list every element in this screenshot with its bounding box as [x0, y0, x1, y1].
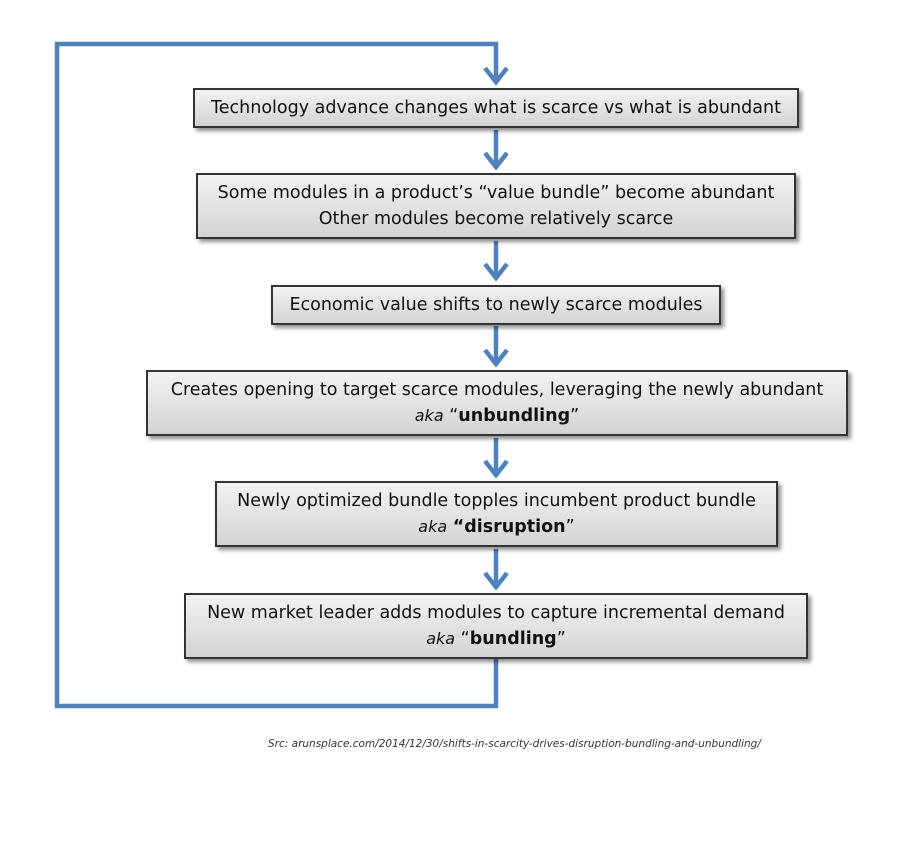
step-5-text: Newly optimized bundle topples incumbent…: [237, 491, 756, 511]
step-3-box: Economic value shifts to newly scarce mo…: [271, 285, 721, 325]
arrowhead-5: [483, 459, 509, 479]
step-5-aka-label: aka: [418, 517, 448, 536]
step-2-box: Some modules in a product’s “value bundl…: [196, 173, 796, 239]
arrowhead-4: [483, 348, 509, 368]
step-6-box: New market leader adds modules to captur…: [184, 593, 808, 659]
step-6-aka-line: aka “bundling”: [426, 629, 566, 649]
step-5-term: disruption: [464, 517, 566, 537]
step-4-text: Creates opening to target scarce modules…: [170, 380, 824, 400]
arrowhead-6: [483, 571, 509, 591]
source-citation: Src: arunsplace.com/2014/12/30/shifts-in…: [268, 738, 761, 750]
step-1-box: Technology advance changes what is scarc…: [193, 88, 799, 128]
step-6-aka-label: aka: [426, 629, 456, 648]
arrowhead-3: [483, 262, 509, 282]
step-2-text-line-2: Other modules become relatively scarce: [318, 209, 674, 229]
arrowhead-1: [483, 66, 509, 86]
step-4-aka-label: aka: [414, 406, 444, 425]
step-3-text: Economic value shifts to newly scarce mo…: [289, 295, 703, 315]
step-5-aka-line: aka “disruption”: [418, 517, 575, 537]
arrowhead-2: [483, 151, 509, 171]
step-1-text: Technology advance changes what is scarc…: [211, 98, 781, 118]
step-4-aka-line: aka “unbundling”: [414, 406, 580, 426]
step-6-term: bundling: [469, 629, 557, 649]
feedback-loop-line: [54, 41, 499, 709]
step-6-text: New market leader adds modules to captur…: [207, 603, 785, 623]
step-2-text-line-1: Some modules in a product’s “value bundl…: [217, 183, 775, 203]
step-4-box: Creates opening to target scarce modules…: [146, 370, 848, 436]
step-5-box: Newly optimized bundle topples incumbent…: [215, 481, 778, 547]
step-4-term: unbundling: [458, 406, 571, 426]
